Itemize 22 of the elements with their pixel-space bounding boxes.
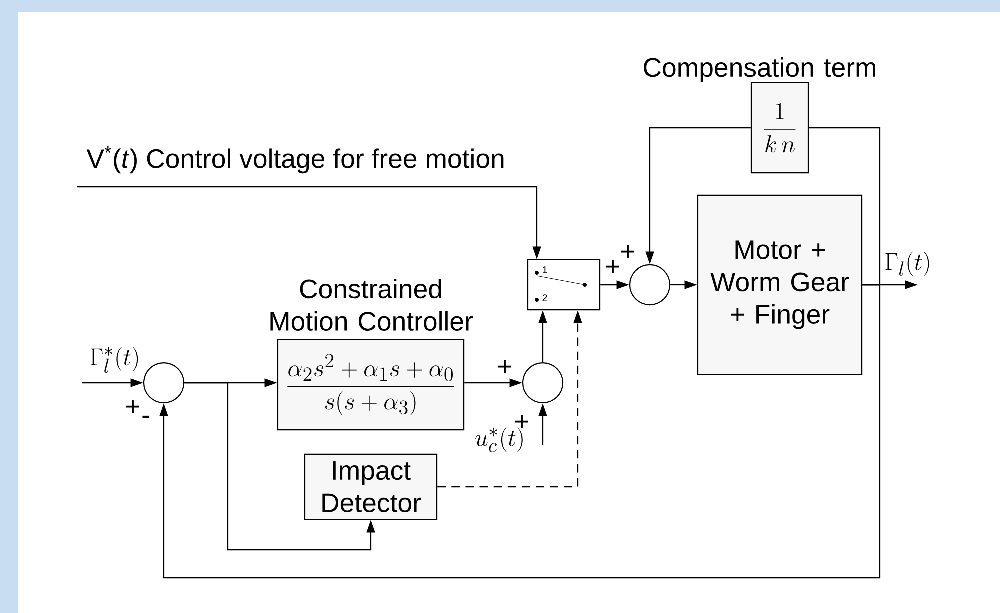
block: Motor + Worm Gear + Finger: [697, 194, 863, 376]
arrow: [160, 284, 881, 579]
summing-junction: [522, 362, 564, 404]
edge-label: $u_c^{*}(t)$: [476, 428, 523, 452]
sign-label: +: [126, 400, 140, 414]
edge-label: V$^{*}$(t) Control voltage for free motion: [86, 146, 504, 174]
summing-junction: [143, 362, 185, 404]
switch-box: 1 2: [527, 259, 601, 311]
sign-label: +: [516, 415, 528, 428]
summing-junction: [629, 264, 671, 306]
sign-label: +: [622, 245, 634, 258]
sign-label: +: [498, 360, 512, 374]
node-label: Compensation term: [644, 58, 876, 82]
block: Compensation term $\frac{1}{k\,n}$: [644, 58, 876, 174]
block: Impact Detector: [304, 454, 438, 520]
edge-label: $\Gamma_l(t)$: [886, 252, 930, 276]
arrow: [184, 382, 376, 551]
node-label: Constrained Motion Controller: [270, 279, 473, 331]
sign-label: +: [606, 260, 620, 274]
sign-label: -: [142, 416, 150, 418]
block: Constrained Motion Controller $\frac{\alpha_2 s^2+\alpha_1 s+\alpha_0}{s(s+\alpha_3)}$: [270, 279, 473, 431]
edge-label: $\Gamma_l^{*}(t)$: [90, 347, 138, 374]
